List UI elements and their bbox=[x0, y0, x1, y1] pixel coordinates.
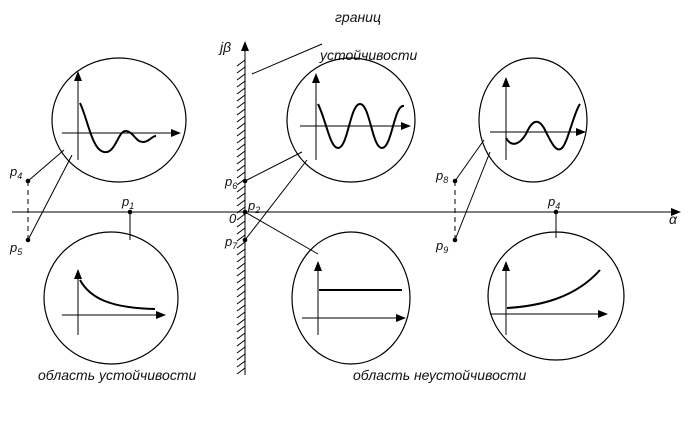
label-p9: p9 bbox=[435, 238, 448, 255]
inset-exponential-growth bbox=[487, 231, 625, 361]
hatch-mark bbox=[236, 276, 246, 284]
boundary-label-line1: границ bbox=[335, 9, 381, 25]
hatch-mark bbox=[236, 185, 246, 193]
label-p6: p6 bbox=[224, 174, 237, 191]
label-p4-left: p4 bbox=[9, 164, 22, 181]
hatch-mark bbox=[236, 241, 246, 249]
hatch-mark bbox=[236, 87, 246, 95]
label-p4-right: p4 bbox=[547, 194, 560, 211]
inset-exponential-decay bbox=[43, 231, 179, 365]
hatch-mark bbox=[236, 94, 246, 102]
p9-connector bbox=[454, 151, 491, 241]
hatch-mark bbox=[236, 136, 246, 144]
hatch-mark bbox=[236, 206, 246, 214]
hatch-mark bbox=[236, 367, 246, 375]
hatch-mark bbox=[236, 122, 246, 130]
label-p5: p5 bbox=[9, 240, 23, 257]
hatch-mark bbox=[236, 332, 246, 340]
inset-sustained-oscillation bbox=[286, 57, 416, 183]
stability-boundary-hatching bbox=[236, 59, 246, 375]
hatch-mark bbox=[236, 199, 246, 207]
hatch-mark bbox=[236, 220, 246, 228]
p4-connector bbox=[27, 149, 65, 182]
hatch-mark bbox=[236, 360, 246, 368]
hatch-mark bbox=[236, 150, 246, 158]
hatch-mark bbox=[236, 339, 246, 347]
boundary-label-line2: устойчивости bbox=[319, 47, 418, 63]
p2-connector bbox=[244, 211, 319, 255]
hatch-mark bbox=[236, 59, 246, 67]
stable-region-caption: область устойчивости bbox=[38, 367, 197, 383]
hatch-mark bbox=[236, 143, 246, 151]
hatch-mark bbox=[236, 73, 246, 81]
hatch-mark bbox=[236, 304, 246, 312]
hatch-mark bbox=[236, 66, 246, 74]
hatch-mark bbox=[236, 290, 246, 298]
hatch-mark bbox=[236, 325, 246, 333]
hatch-mark bbox=[236, 234, 246, 242]
hatch-mark bbox=[236, 311, 246, 319]
hatch-mark bbox=[236, 283, 246, 291]
inset-damped-oscillation bbox=[51, 57, 187, 183]
hatch-mark bbox=[236, 164, 246, 172]
hatch-mark bbox=[236, 213, 246, 221]
origin-label: 0 bbox=[229, 211, 237, 226]
hatch-mark bbox=[236, 157, 246, 165]
hatch-mark bbox=[236, 318, 246, 326]
unstable-region-caption: область неустойчивости bbox=[353, 367, 527, 383]
hatch-mark bbox=[236, 353, 246, 361]
p8-connector bbox=[454, 139, 485, 182]
real-axis-label: α bbox=[669, 211, 678, 227]
label-p8: p8 bbox=[435, 168, 448, 185]
inset-growing-oscillation bbox=[478, 57, 588, 183]
hatch-mark bbox=[236, 262, 246, 270]
hatch-mark bbox=[236, 80, 246, 88]
hatch-mark bbox=[236, 171, 246, 179]
label-p2: p2 bbox=[247, 198, 260, 215]
hatch-mark bbox=[236, 108, 246, 116]
hatch-mark bbox=[236, 346, 246, 354]
boundary-leader bbox=[251, 43, 323, 75]
hatch-mark bbox=[236, 192, 246, 200]
label-p7: p7 bbox=[224, 234, 238, 251]
hatch-mark bbox=[236, 227, 246, 235]
hatch-mark bbox=[236, 101, 246, 109]
label-p1: p1 bbox=[121, 194, 134, 211]
hatch-mark bbox=[236, 129, 246, 137]
hatch-mark bbox=[236, 248, 246, 256]
hatch-mark bbox=[236, 297, 246, 305]
inset-constant bbox=[291, 231, 411, 365]
p5-connector bbox=[27, 154, 73, 241]
p7-connector bbox=[244, 159, 308, 241]
hatch-mark bbox=[236, 255, 246, 263]
hatch-mark bbox=[236, 269, 246, 277]
p6-connector bbox=[244, 151, 303, 182]
imaginary-axis-label: jβ bbox=[218, 39, 231, 55]
hatch-mark bbox=[236, 115, 246, 123]
